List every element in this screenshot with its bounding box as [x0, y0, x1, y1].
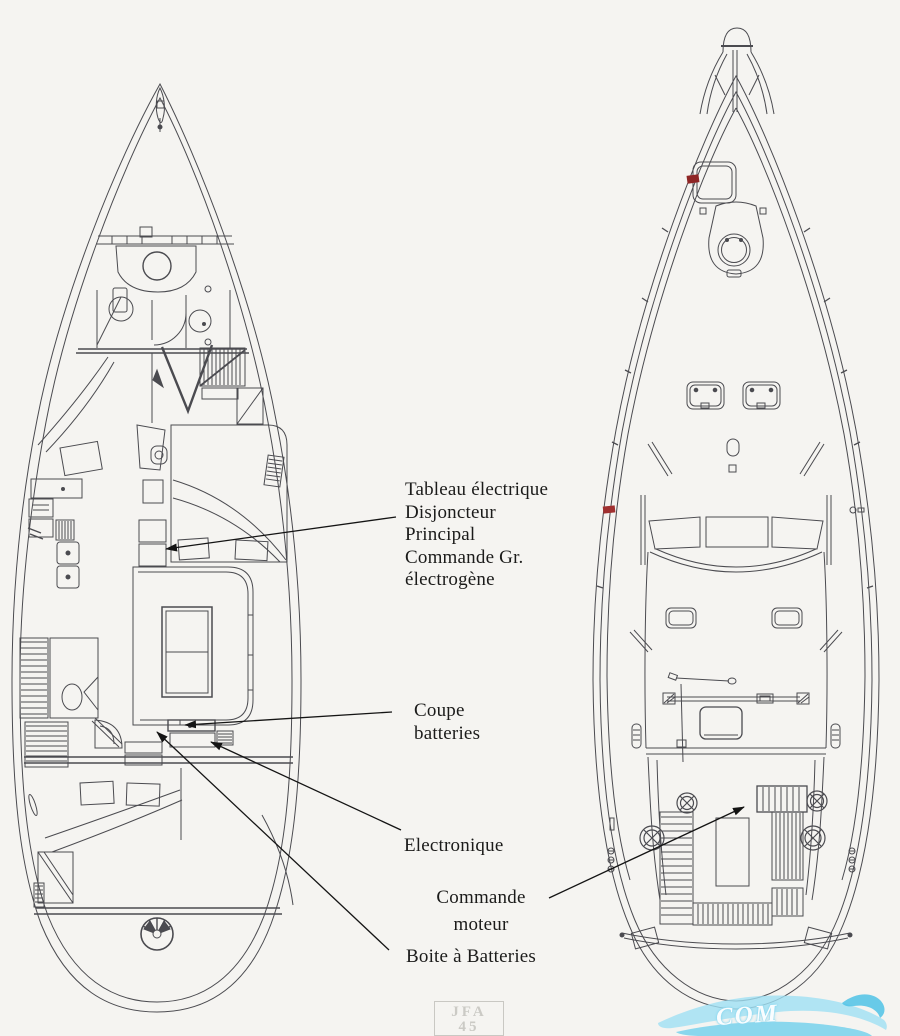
watermark-wave-logo [658, 994, 887, 1036]
jfa-45-badge: JFA 45 [434, 1001, 504, 1036]
label-coupe-batteries: Coupe batteries [414, 700, 481, 744]
label-boite-batteries: Boite à Batteries [406, 946, 537, 967]
label-electronique: Electronique [404, 835, 504, 856]
label-commande-moteur: Commande moteur [436, 887, 526, 935]
annotation-arrows [156, 516, 745, 951]
deck-plan-drawing [592, 27, 880, 1010]
interior-plan-drawing [11, 82, 302, 1013]
label-tableau-electrique: Tableau électrique Disjoncteur Principal… [405, 479, 549, 590]
